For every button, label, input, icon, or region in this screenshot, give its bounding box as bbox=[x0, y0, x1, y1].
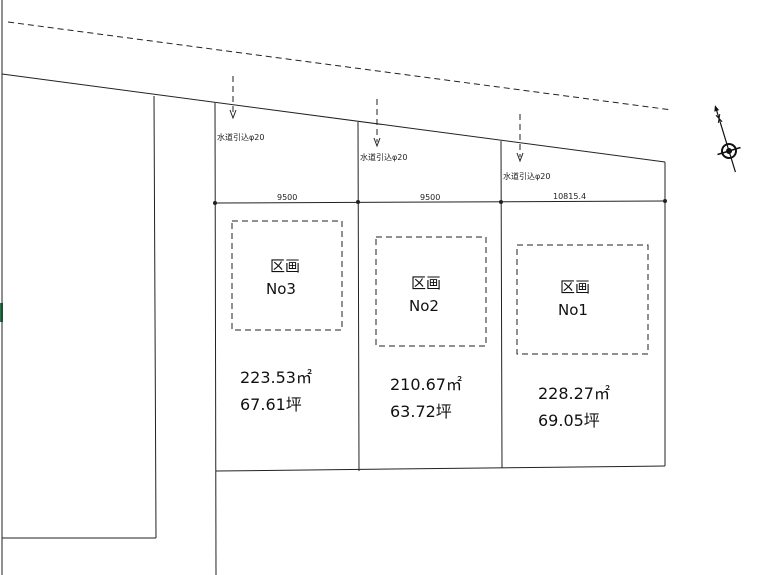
lot3-area-m2: 223.53㎡ bbox=[240, 368, 312, 387]
building-area-lot3 bbox=[231, 220, 343, 331]
dim-node bbox=[663, 199, 667, 203]
north-arrow-icon bbox=[714, 105, 741, 173]
lot1-area-tsubo: 69.05坪 bbox=[538, 411, 600, 430]
lot3-kukaku: 区画 bbox=[270, 257, 300, 275]
building-area-lot1 bbox=[516, 244, 649, 355]
lot2-area-tsubo: 63.72坪 bbox=[390, 402, 452, 421]
lot-divider-3-2 bbox=[357, 121, 360, 472]
pipe-label-1: 水道引込φ20 bbox=[503, 171, 550, 181]
lot2-area-m2: 210.67㎡ bbox=[390, 375, 462, 394]
lot-divider-2-1 bbox=[500, 140, 503, 469]
water-pipe-2 bbox=[373, 99, 381, 148]
dim-node bbox=[356, 200, 360, 204]
lot2-kukaku: 区画 bbox=[411, 274, 441, 292]
dim-lot1: 10815.4 bbox=[553, 192, 586, 201]
dim-node bbox=[213, 201, 217, 205]
pipe-label-3: 水道引込φ20 bbox=[217, 132, 264, 142]
lot1-number: No1 bbox=[558, 301, 588, 319]
road-edge-line bbox=[7, 21, 673, 111]
dim-lot2: 9500 bbox=[420, 193, 440, 202]
dim-node bbox=[499, 200, 503, 204]
dim-lot3: 9500 bbox=[277, 193, 297, 202]
lot2-number: No2 bbox=[409, 297, 439, 315]
lot3-number: No3 bbox=[266, 280, 296, 298]
front-boundary-line bbox=[1, 73, 666, 163]
water-pipe-1 bbox=[516, 114, 524, 163]
neighbor-boundary-line bbox=[153, 95, 157, 539]
water-pipe-3 bbox=[229, 76, 237, 120]
lot3-area-tsubo: 67.61坪 bbox=[240, 395, 302, 414]
lot3-left-line bbox=[214, 102, 217, 575]
dimension-line bbox=[214, 200, 666, 204]
pipe-label-2: 水道引込φ20 bbox=[360, 152, 407, 162]
building-area-lot2 bbox=[375, 236, 487, 347]
lot1-area-m2: 228.27㎡ bbox=[538, 384, 610, 403]
lot1-kukaku: 区画 bbox=[560, 278, 590, 296]
rear-boundary-line bbox=[215, 465, 666, 472]
